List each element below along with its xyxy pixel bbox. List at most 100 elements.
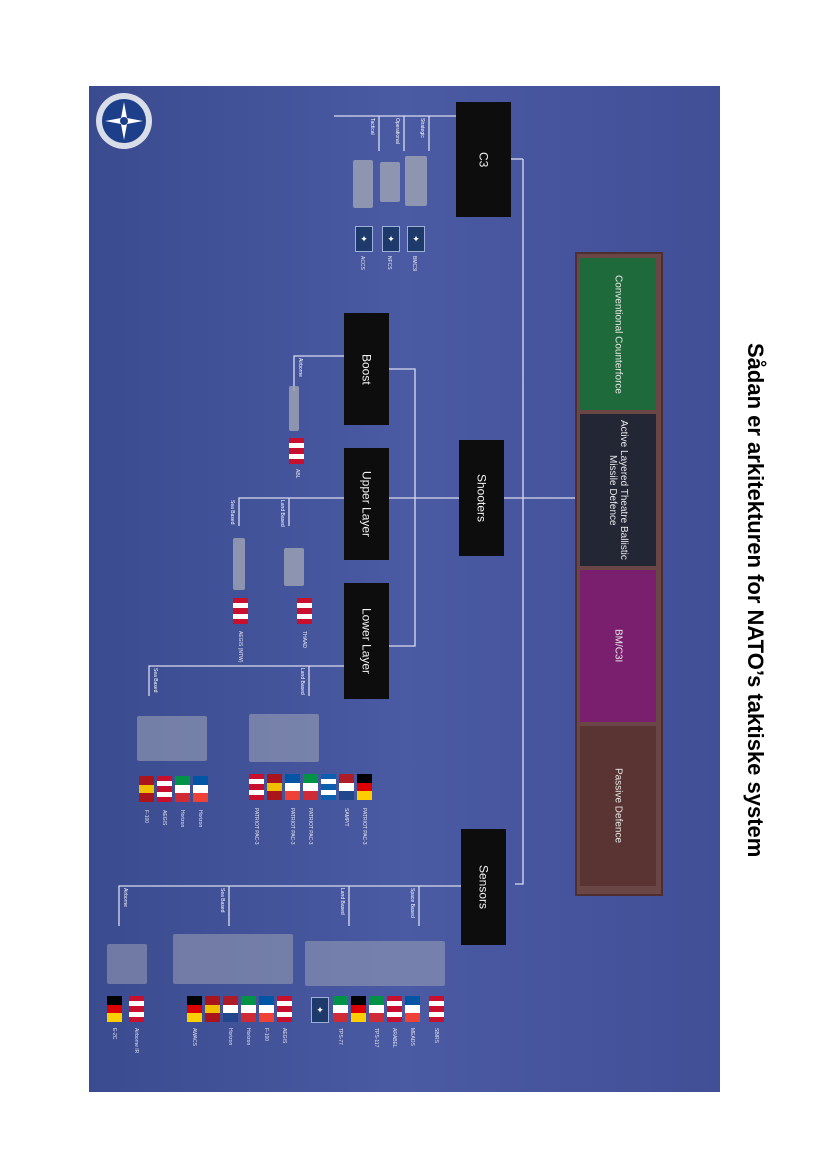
netherlands-flag-icon [339, 774, 354, 800]
tag-sensors-space: Space Based [409, 888, 415, 918]
lower-sea-label: AEGIS [161, 810, 167, 826]
connector-c3-branch [334, 115, 456, 151]
frigates-image [137, 716, 207, 761]
lower-sea-label: F-100 [143, 810, 149, 824]
nato-flag-icon: ✦ [311, 997, 329, 1023]
lower-land-label: PATRIOT PAC-3 [289, 808, 295, 845]
germany-flag-icon [187, 996, 202, 1022]
countermeasure-label: Active Layered Theatre Ballistic Missile… [607, 420, 629, 560]
upper-label: THAAD [301, 631, 307, 648]
italy-flag-icon [369, 996, 384, 1022]
lower-sea-label: Horizon [197, 810, 203, 828]
nato-flag-icon: ✦ [382, 226, 400, 252]
node-sensors: Sensors [461, 829, 506, 945]
architecture-diagram: C3 Boost Upper Layer Shooters Lower Laye… [89, 86, 720, 1092]
us-flag-icon [289, 438, 304, 464]
tag-lower-sea: Sea Based [152, 668, 158, 693]
france-flag-icon [285, 774, 300, 800]
sensor-label: E-2C [111, 1028, 117, 1040]
sea-sensors-image [173, 934, 293, 984]
c3-label: BMC3I [411, 256, 417, 272]
c3-asset-image [353, 160, 373, 208]
c3-label: ACCS [359, 256, 365, 270]
sensor-label: TPS-77 [337, 1028, 343, 1045]
sensor-label: AWACS [191, 1028, 197, 1046]
countermeasure-conventional: Conventional Counterforce [580, 258, 656, 410]
node-shooters: Shooters [459, 440, 504, 556]
nato-emblem-icon [96, 93, 152, 149]
lower-land-label: SAMP/T [343, 808, 349, 827]
france-flag-icon [193, 776, 208, 802]
us-flag-icon [233, 598, 248, 624]
c3-label: NFCS [386, 256, 392, 270]
lower-land-label: PATRIOT PAC-3 [307, 808, 313, 845]
countermeasure-label: Passive Defence [612, 768, 624, 844]
us-flag-icon [129, 996, 144, 1022]
patriot-launchers-image [249, 714, 319, 762]
us-flag-icon [297, 598, 312, 624]
us-flag-icon [277, 996, 292, 1022]
germany-flag-icon [107, 996, 122, 1022]
us-flag-icon [429, 996, 444, 1022]
us-flag-icon [249, 774, 264, 800]
sensor-label: Horizon [245, 1028, 251, 1046]
connector-boost [293, 355, 344, 391]
tag-sensors-airborne: Airborne [122, 888, 128, 907]
countermeasure-label: Conventional Counterforce [612, 274, 624, 394]
italy-flag-icon [303, 774, 318, 800]
lower-land-label: PATRIOT PAC-3 [361, 808, 367, 845]
upper-label: AEGIS (NTW) [237, 631, 243, 663]
connector-root [515, 159, 524, 885]
italy-flag-icon [241, 996, 256, 1022]
sensor-label: MEADS [409, 1028, 415, 1046]
node-upper-label: Upper Layer [359, 470, 374, 538]
node-c3-label: C3 [476, 151, 491, 168]
lower-sea-label: Horizon [179, 810, 185, 828]
italy-flag-icon [175, 776, 190, 802]
node-lower-label: Lower Layer [359, 607, 374, 675]
aircraft-sensors-image [107, 944, 147, 984]
germany-flag-icon [357, 774, 372, 800]
us-flag-icon [387, 996, 402, 1022]
land-sensors-image [305, 941, 445, 986]
node-shooters-label: Shooters [474, 473, 489, 523]
airborne-laser-image [289, 386, 299, 431]
tag-tactical: Tactical [369, 118, 375, 135]
tag-upper-land: Land Based [279, 500, 285, 527]
netherlands-flag-icon [223, 996, 238, 1022]
tag-operational: Operational [394, 118, 400, 144]
boost-label: ABL [294, 469, 300, 479]
connector-upper [238, 497, 344, 526]
connector-sensors [118, 885, 461, 926]
countermeasure-bmc3i: BM/C3I [580, 570, 656, 722]
spain-flag-icon [205, 996, 220, 1022]
c3-asset-image [380, 162, 400, 202]
sensor-label: TPS-117 [373, 1028, 379, 1048]
node-upper-layer: Upper Layer [344, 448, 389, 560]
nato-flag-icon: ✦ [355, 226, 373, 252]
spain-flag-icon [267, 774, 282, 800]
countermeasures-panel: Conventional Counterforce Active Layered… [575, 252, 663, 896]
tag-sensors-land: Land Based [339, 888, 345, 915]
greece-flag-icon [321, 774, 336, 800]
tag-lower-land: Land Based [299, 668, 305, 695]
tag-strategic: Strategic [419, 118, 425, 138]
node-sensors-label: Sensors [476, 864, 491, 910]
thaad-image [284, 548, 304, 586]
page-title: Sådan er arkitekturen for NATO’s taktisk… [743, 342, 768, 858]
sensor-label: ARABEL [391, 1028, 397, 1048]
node-boost-label: Boost [359, 353, 374, 385]
spain-flag-icon [139, 776, 154, 802]
nato-flag-icon: ✦ [407, 226, 425, 252]
italy-flag-icon [333, 996, 348, 1022]
countermeasure-active-tbmd: Active Layered Theatre Ballistic Missile… [580, 414, 656, 566]
tag-upper-sea: Sea Based [229, 500, 235, 525]
sensor-label: F-100 [263, 1028, 269, 1042]
node-boost: Boost [344, 313, 389, 425]
sensor-label: SBIRS [433, 1028, 439, 1044]
tag-boost-airborne: Airborne [297, 358, 303, 377]
us-flag-icon [157, 776, 172, 802]
node-c3: C3 [456, 102, 511, 217]
connector-layers [389, 368, 459, 647]
lower-land-label: PATRIOT PAC-3 [253, 808, 259, 845]
